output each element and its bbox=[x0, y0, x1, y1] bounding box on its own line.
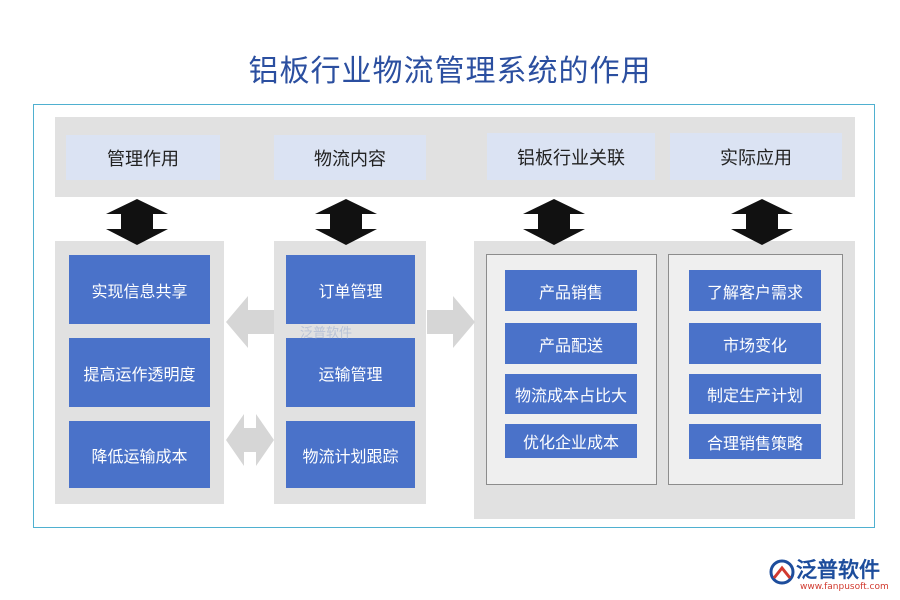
arrow-double-management-logistics bbox=[226, 414, 274, 466]
application-item-customer-needs: 了解客户需求 bbox=[689, 270, 821, 311]
header-logistics: 物流内容 bbox=[274, 135, 426, 180]
arrow-left-to-management bbox=[226, 296, 274, 348]
management-item-transparency: 提高运作透明度 bbox=[69, 338, 210, 407]
industry-item-delivery: 产品配送 bbox=[505, 323, 637, 364]
logistics-item-plan-tracking: 物流计划跟踪 bbox=[286, 421, 415, 488]
logo-icon bbox=[769, 559, 795, 585]
arrow-vertical-management bbox=[106, 199, 168, 245]
application-item-market-change: 市场变化 bbox=[689, 323, 821, 364]
industry-item-sales: 产品销售 bbox=[505, 270, 637, 311]
fanpu-logo: 泛普软件 www.fanpusoft.com bbox=[768, 556, 893, 596]
header-industry: 铝板行业关联 bbox=[487, 133, 655, 180]
industry-item-optimize-cost: 优化企业成本 bbox=[505, 424, 637, 458]
logistics-item-transport: 运输管理 bbox=[286, 338, 415, 407]
management-item-reduce-cost: 降低运输成本 bbox=[69, 421, 210, 488]
watermark-text: 泛普软件 bbox=[300, 326, 353, 341]
logistics-item-order: 订单管理 bbox=[286, 255, 415, 324]
arrow-vertical-industry bbox=[523, 199, 585, 245]
application-item-production-plan: 制定生产计划 bbox=[689, 374, 821, 414]
arrow-vertical-logistics bbox=[315, 199, 377, 245]
arrow-vertical-application bbox=[731, 199, 793, 245]
industry-item-cost-share: 物流成本占比大 bbox=[505, 374, 637, 414]
header-application: 实际应用 bbox=[670, 133, 842, 180]
diagram-title: 铝板行业物流管理系统的作用 bbox=[248, 54, 652, 89]
arrow-right-to-industry bbox=[427, 296, 475, 348]
logo-url: www.fanpusoft.com bbox=[800, 582, 889, 592]
header-management: 管理作用 bbox=[66, 135, 220, 180]
outer-frame bbox=[33, 104, 875, 528]
management-item-share-info: 实现信息共享 bbox=[69, 255, 210, 324]
logo-name: 泛普软件 bbox=[796, 558, 880, 582]
application-item-sales-strategy: 合理销售策略 bbox=[689, 424, 821, 459]
